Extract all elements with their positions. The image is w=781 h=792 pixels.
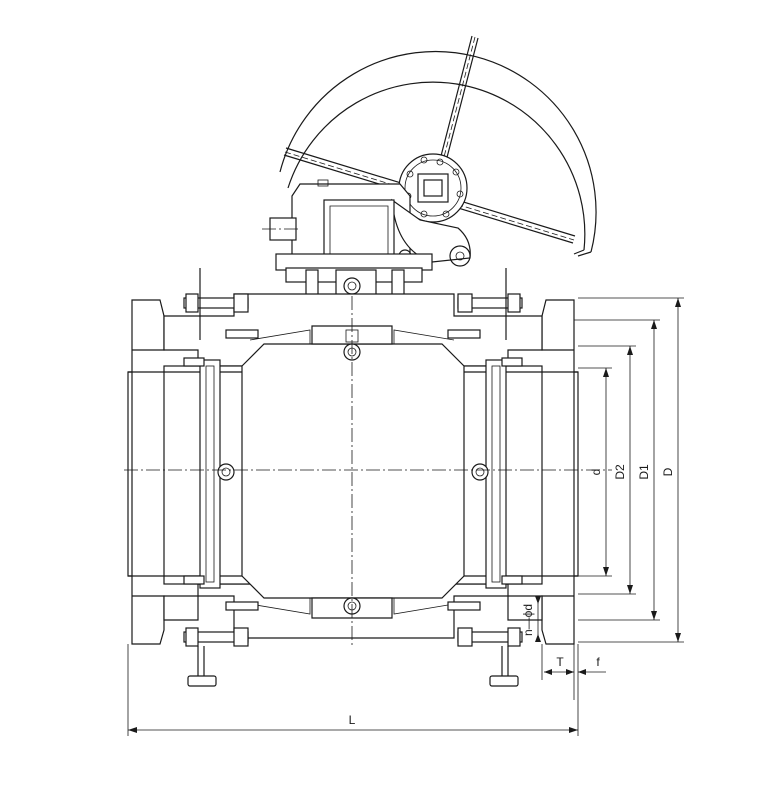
handwheel-assembly xyxy=(262,35,597,311)
bottom-studs xyxy=(183,357,523,647)
dimension-lines xyxy=(127,297,684,736)
dim-label-D1: D1 xyxy=(637,464,651,480)
dim-label-T: T xyxy=(556,655,564,669)
dim-label-D: D xyxy=(661,467,675,476)
handwheel-hub xyxy=(398,153,468,223)
top-studs xyxy=(183,268,523,340)
dim-label-n-phi-d: n—ϕd xyxy=(521,604,535,636)
dimension-labels: d D2 D1 D n—ϕd T f L xyxy=(349,464,675,727)
dim-label-L: L xyxy=(349,713,356,727)
valve-body xyxy=(124,268,612,687)
left-flange xyxy=(127,299,165,645)
dim-label-f: f xyxy=(596,655,600,669)
dim-label-D2: D2 xyxy=(613,464,627,480)
right-flange xyxy=(541,299,579,645)
dim-label-d: d xyxy=(589,469,603,476)
support-legs xyxy=(187,646,519,687)
